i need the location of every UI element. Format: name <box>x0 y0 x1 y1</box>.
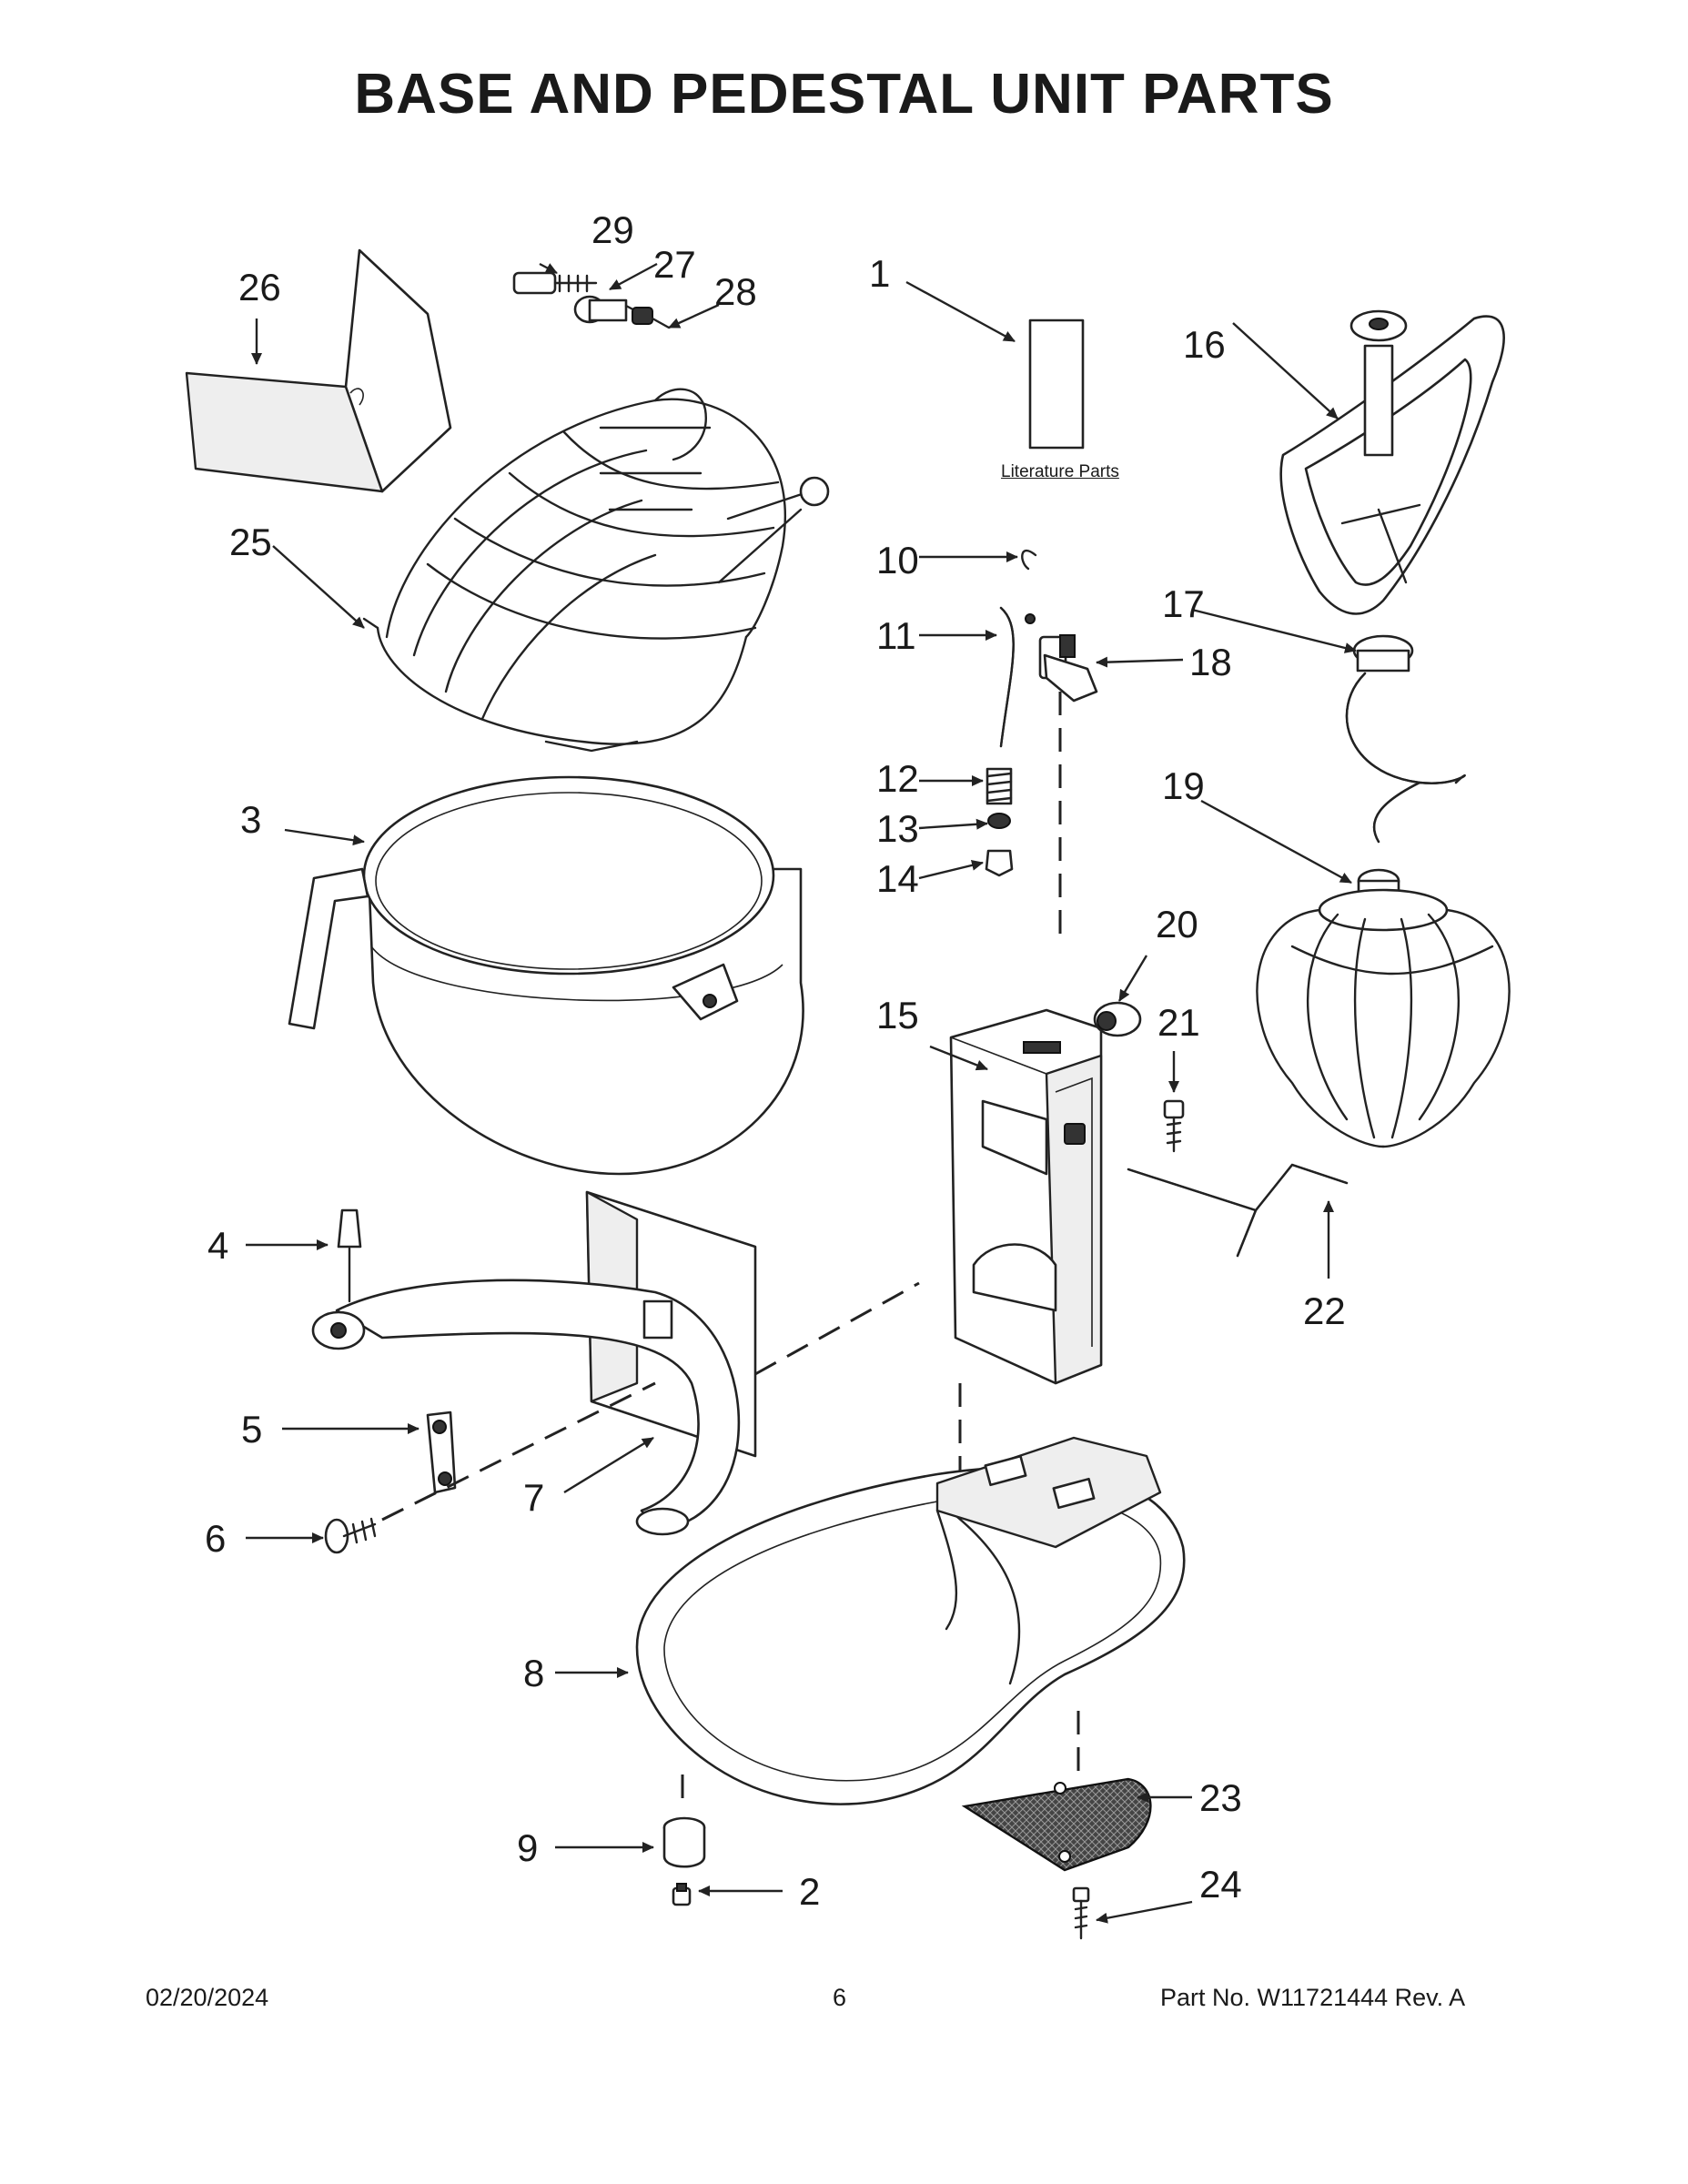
callout-9: 9 <box>517 1826 539 1869</box>
assembly-line-screw <box>381 1381 656 1522</box>
callout-22: 22 <box>1303 1289 1346 1332</box>
callout-24: 24 <box>1199 1863 1242 1906</box>
part-3-bowl <box>288 775 804 1176</box>
assembly-line-support <box>754 1281 920 1376</box>
part-12-spring <box>986 767 1013 805</box>
callout-18: 18 <box>1189 641 1232 683</box>
part-8-base <box>635 1436 1186 1805</box>
part-18-lever <box>1038 634 1098 703</box>
part-10-clip <box>1021 549 1037 571</box>
callout-23: 23 <box>1199 1776 1242 1819</box>
part-17-dough-hook <box>1345 634 1466 844</box>
callout-11: 11 <box>876 614 916 657</box>
callout-26: 26 <box>238 266 281 308</box>
part-29-screw <box>512 271 598 295</box>
callout-27: 27 <box>653 243 696 286</box>
callout-2: 2 <box>799 1870 821 1913</box>
callout-7: 7 <box>523 1476 545 1519</box>
part-2-screw <box>672 1883 692 1906</box>
literature-parts-label: Literature Parts <box>1001 462 1119 481</box>
part-27-bushing <box>573 295 643 324</box>
part-26-pouring-shield <box>185 248 452 493</box>
part-19-wire-whip <box>1256 868 1511 1148</box>
callout-1: 1 <box>869 252 891 295</box>
footer-page-number: 6 <box>833 1984 847 2011</box>
part-7-bowl-support <box>311 1190 757 1536</box>
callout-13: 13 <box>876 807 919 850</box>
callout-19: 19 <box>1162 764 1205 807</box>
callout-8: 8 <box>523 1652 545 1694</box>
footer-date: 02/20/2024 <box>146 1984 269 2011</box>
callout-16: 16 <box>1183 323 1226 366</box>
part-4-locating-pin <box>337 1208 362 1303</box>
callout-14: 14 <box>876 857 919 900</box>
part-25-bowl-guard <box>362 388 830 753</box>
callout-12: 12 <box>876 757 919 800</box>
callout-29: 29 <box>591 208 634 251</box>
callout-28: 28 <box>714 270 757 313</box>
callout-10: 10 <box>876 539 919 581</box>
callout-21: 21 <box>1157 1001 1200 1044</box>
part-28-pin <box>632 307 671 329</box>
part-13-washer <box>987 813 1011 829</box>
callout-arrows <box>246 262 1357 1924</box>
part-16-flat-beater <box>1279 309 1505 615</box>
part-14-nut <box>985 849 1014 877</box>
part-5-bracket <box>426 1410 457 1494</box>
part-6-screw <box>324 1517 377 1554</box>
callout-20: 20 <box>1156 903 1198 945</box>
part-1-literature <box>1028 318 1085 450</box>
page-title: BASE AND PEDESTAL UNIT PARTS <box>354 63 1334 126</box>
callout-4: 4 <box>207 1224 229 1267</box>
part-11-rod <box>999 606 1036 748</box>
callout-25: 25 <box>229 521 272 563</box>
footer-part-number: Part No. W11721444 Rev. A <box>1160 1984 1466 2011</box>
part-23-pad <box>961 1777 1152 1872</box>
part-15-pedestal-column <box>949 1008 1103 1385</box>
part-9-foot <box>662 1816 706 1868</box>
part-21-screw <box>1163 1099 1185 1153</box>
callout-15: 15 <box>876 994 919 1036</box>
callout-6: 6 <box>205 1517 227 1560</box>
part-24-screw <box>1072 1886 1090 1940</box>
callout-17: 17 <box>1162 582 1205 625</box>
part-20-knob <box>1093 1001 1142 1037</box>
callout-5: 5 <box>241 1408 263 1451</box>
callout-3: 3 <box>240 798 262 841</box>
part-22-crank-handle <box>1127 1163 1349 1258</box>
